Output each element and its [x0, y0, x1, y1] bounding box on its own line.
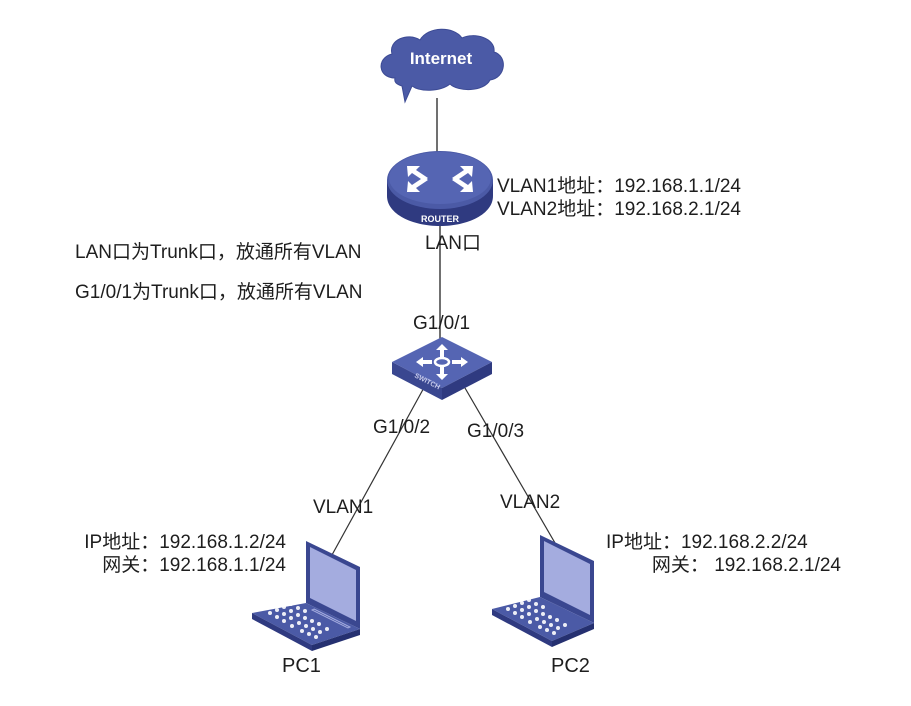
router-icon	[387, 151, 493, 226]
note-g101-trunk: G1/0/1为Trunk口，放通所有VLAN	[75, 282, 363, 303]
router-lan-port-label: LAN口	[425, 233, 481, 254]
pc1-ip-address: IP地址：192.168.1.2/24	[84, 532, 286, 553]
switch-port-pc2: G1/0/3	[467, 421, 525, 442]
pc1-gateway: 网关：192.168.1.1/24	[102, 555, 286, 576]
link-switch-pc1	[326, 383, 427, 565]
switch-port-uplink: G1/0/1	[413, 313, 471, 334]
note-lan-trunk: LAN口为Trunk口，放通所有VLAN	[75, 242, 362, 263]
laptop-icon	[492, 535, 594, 647]
internet-label: Internet	[410, 49, 473, 68]
router-vlan1-address: VLAN1地址：192.168.1.1/24	[497, 176, 741, 197]
laptop-icon	[252, 541, 360, 651]
pc1-label: PC1	[282, 655, 321, 677]
link-switch-pc2	[464, 387, 563, 556]
router-vlan2-address: VLAN2地址：192.168.2.1/24	[497, 199, 741, 220]
pc2-gateway: 网关： 192.168.2.1/24	[651, 555, 841, 576]
pc1-vlan-label: VLAN1	[313, 497, 374, 518]
switch-port-pc1: G1/0/2	[373, 417, 431, 438]
cloud-icon	[380, 28, 504, 104]
pc2-vlan-label: VLAN2	[500, 492, 561, 513]
pc2-label: PC2	[551, 655, 590, 677]
switch-icon	[392, 337, 492, 400]
router-label: ROUTER	[421, 214, 460, 224]
pc2-ip-address: IP地址：192.168.2.2/24	[606, 532, 808, 553]
